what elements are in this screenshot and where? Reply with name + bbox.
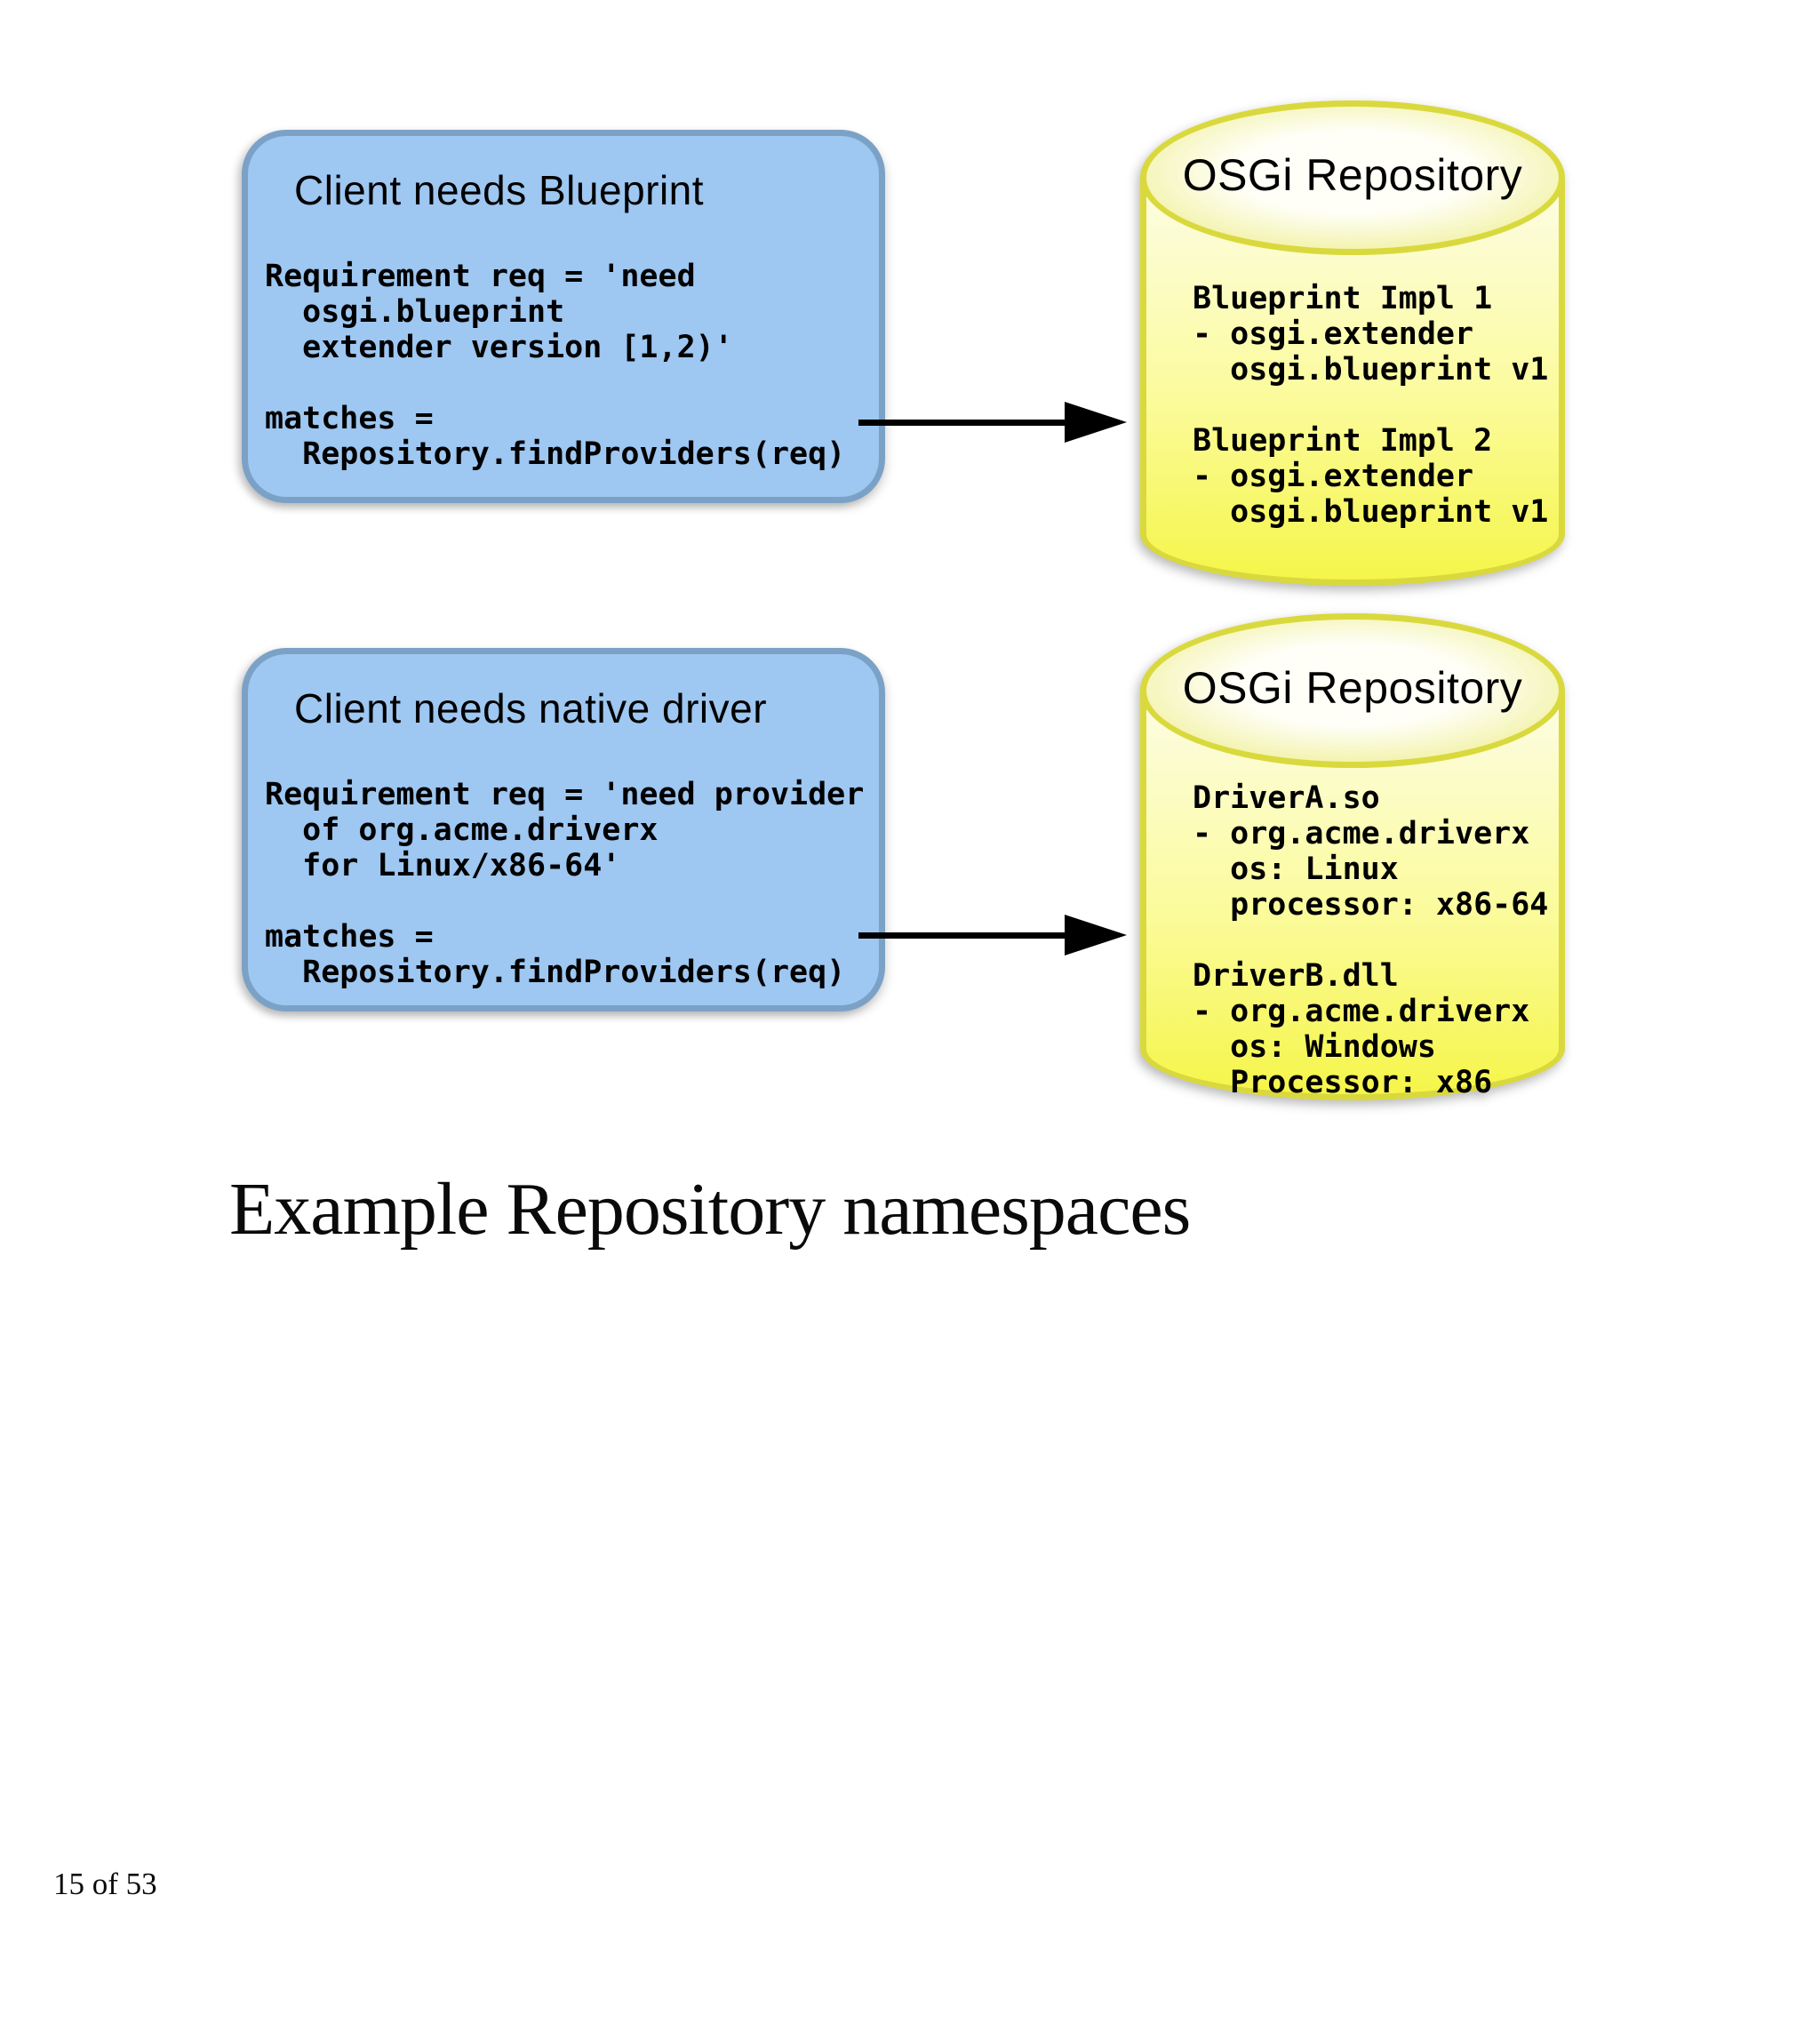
cylinder-top-ellipse: OSGi Repository [1140,613,1565,768]
client-native-driver-box: Client needs native driver Requirement r… [242,648,885,1012]
repository-title-2: OSGi Repository [1182,663,1523,713]
client-blueprint-code: Requirement req = 'need osgi.blueprint e… [265,259,846,472]
cylinder-top-ellipse: OSGi Repository [1140,100,1565,255]
osgi-repository-cylinder-1: OSGi Repository Blueprint Impl 1 - osgi.… [1140,100,1565,586]
arrow-line [858,932,1072,939]
page-number: 15 of 53 [53,1867,157,1901]
flow-arrow-1 [858,398,1130,446]
repository-entries-1: Blueprint Impl 1 - osgi.extender osgi.bl… [1193,281,1549,530]
slide-title: Example Repository namespaces [229,1168,1191,1251]
arrow-line [858,420,1072,426]
arrow-right-icon [1065,915,1127,956]
client-blueprint-box: Client needs Blueprint Requirement req =… [242,130,885,503]
repository-entries-2: DriverA.so - org.acme.driverx os: Linux … [1193,780,1549,1100]
client-blueprint-title: Client needs Blueprint [294,167,705,213]
osgi-repository-cylinder-2: OSGi Repository DriverA.so - org.acme.dr… [1140,613,1565,1100]
arrow-right-icon [1065,402,1127,443]
client-native-driver-title: Client needs native driver [294,685,768,732]
client-native-driver-code: Requirement req = 'need provider of org.… [265,777,865,990]
repository-title-1: OSGi Repository [1182,150,1523,200]
flow-arrow-2 [858,911,1130,959]
